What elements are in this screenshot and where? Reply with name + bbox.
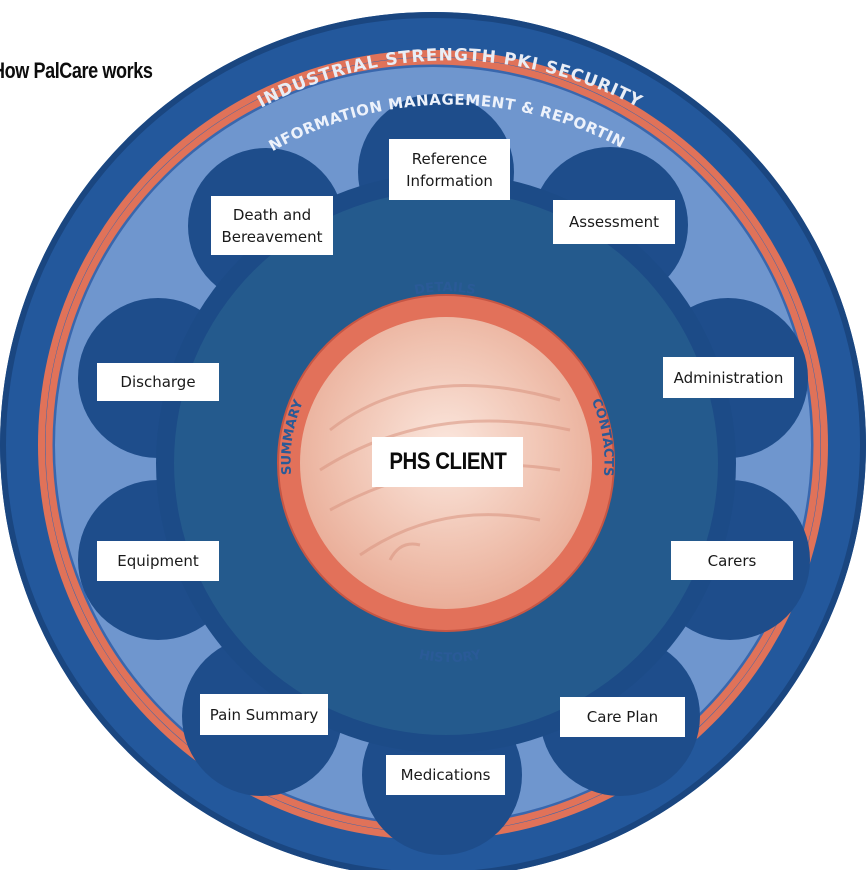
hands-photo-strokes xyxy=(319,383,571,561)
module-assessment[interactable]: Assessment xyxy=(553,200,675,244)
center-client-text: PHS CLIENT xyxy=(388,448,507,475)
module-carers[interactable]: Carers xyxy=(671,541,793,580)
client-ring-border xyxy=(277,294,615,632)
module-discharge[interactable]: Discharge xyxy=(97,363,219,401)
module-equipment[interactable]: Equipment xyxy=(97,541,219,581)
center-client-label[interactable]: PHS CLIENT xyxy=(372,437,523,487)
module-administration[interactable]: Administration xyxy=(663,357,794,398)
details-label: DETAILS xyxy=(413,280,477,298)
module-care-plan[interactable]: Care Plan xyxy=(560,697,685,737)
module-reference-information[interactable]: Reference Information xyxy=(389,139,510,200)
module-death-and-bereavement[interactable]: Death and Bereavement xyxy=(211,196,333,255)
outer-ring-border xyxy=(0,12,866,870)
history-label: HISTORY xyxy=(418,648,483,667)
module-pain-summary[interactable]: Pain Summary xyxy=(200,694,328,735)
page-title: How PalCare works xyxy=(0,58,153,83)
module-medications[interactable]: Medications xyxy=(386,755,505,795)
